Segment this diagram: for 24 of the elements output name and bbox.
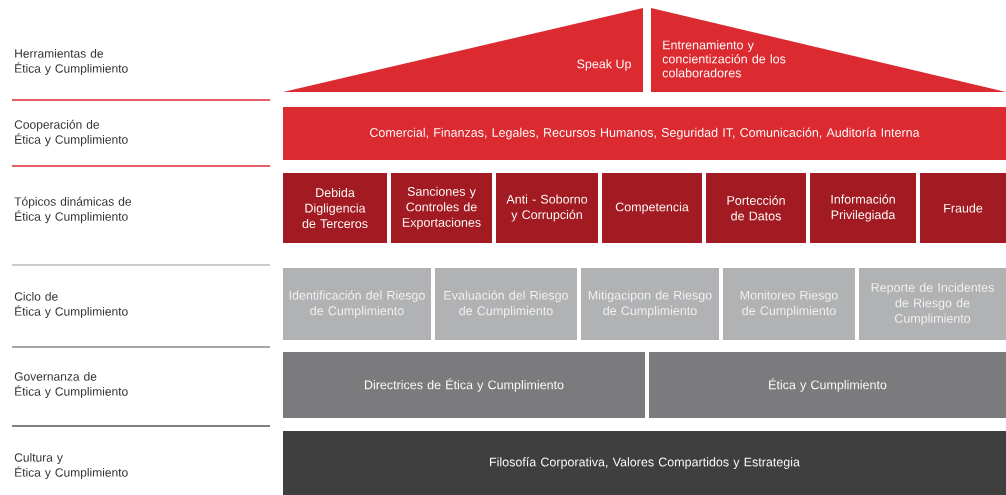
pillar-band: Directrices de Ética y Cumplimiento <box>283 352 645 418</box>
roof-panel: Speak Up <box>283 8 643 92</box>
pillar-band: Comercial, Finanzas, Legales, Recursos Humanos, Seguridad IT, Comunicación, Auditoría Interna <box>283 107 1006 160</box>
topic-box: Anti - Soborno y Corrupción <box>496 173 598 243</box>
pillar-band: Ética y Cumplimiento <box>649 352 1006 418</box>
row-heading: Herramientas de Ética y Cumplimiento <box>15 48 128 76</box>
cycle-box: Mitigacipon de Riesgo de Cumplimiento <box>581 268 719 340</box>
row-heading: Governanza de Ética y Cumplimiento <box>14 371 128 399</box>
row-heading: Ciclo de Ética y Cumplimiento <box>14 291 128 319</box>
pillar-band: Filosofía Corporativa, Valores Compartidos y Estrategia <box>283 431 1006 495</box>
topic-box: Competencia <box>602 173 702 243</box>
cycle-box: Reporte de Incidentes de Riesgo de Cumplimiento <box>859 268 1006 340</box>
topic-box: Sanciones y Controles de Exportaciones <box>391 173 492 243</box>
cycle-box: Identificación del Riesgo de Cumplimiento <box>283 268 431 340</box>
roof-panel: Entrenamiento y concientización de los colaboradores <box>651 8 1006 92</box>
row-heading: Cultura y Ética y Cumplimiento <box>14 452 128 480</box>
row-heading: Tópicos dinámicas de Ética y Cumplimiento <box>14 196 131 224</box>
topic-box: Portección de Datos <box>706 173 806 243</box>
topic-box: Debida Digligencia de Terceros <box>283 173 387 243</box>
topic-box: Información Privilegiada <box>810 173 916 243</box>
cycle-box: Monitoreo Riesgo de Cumplimiento <box>723 268 855 340</box>
row-heading: Cooperación de Ética y Cumplimiento <box>14 119 128 147</box>
cycle-box: Evaluación del Riesgo de Cumplimiento <box>435 268 577 340</box>
topic-box: Fraude <box>920 173 1006 243</box>
